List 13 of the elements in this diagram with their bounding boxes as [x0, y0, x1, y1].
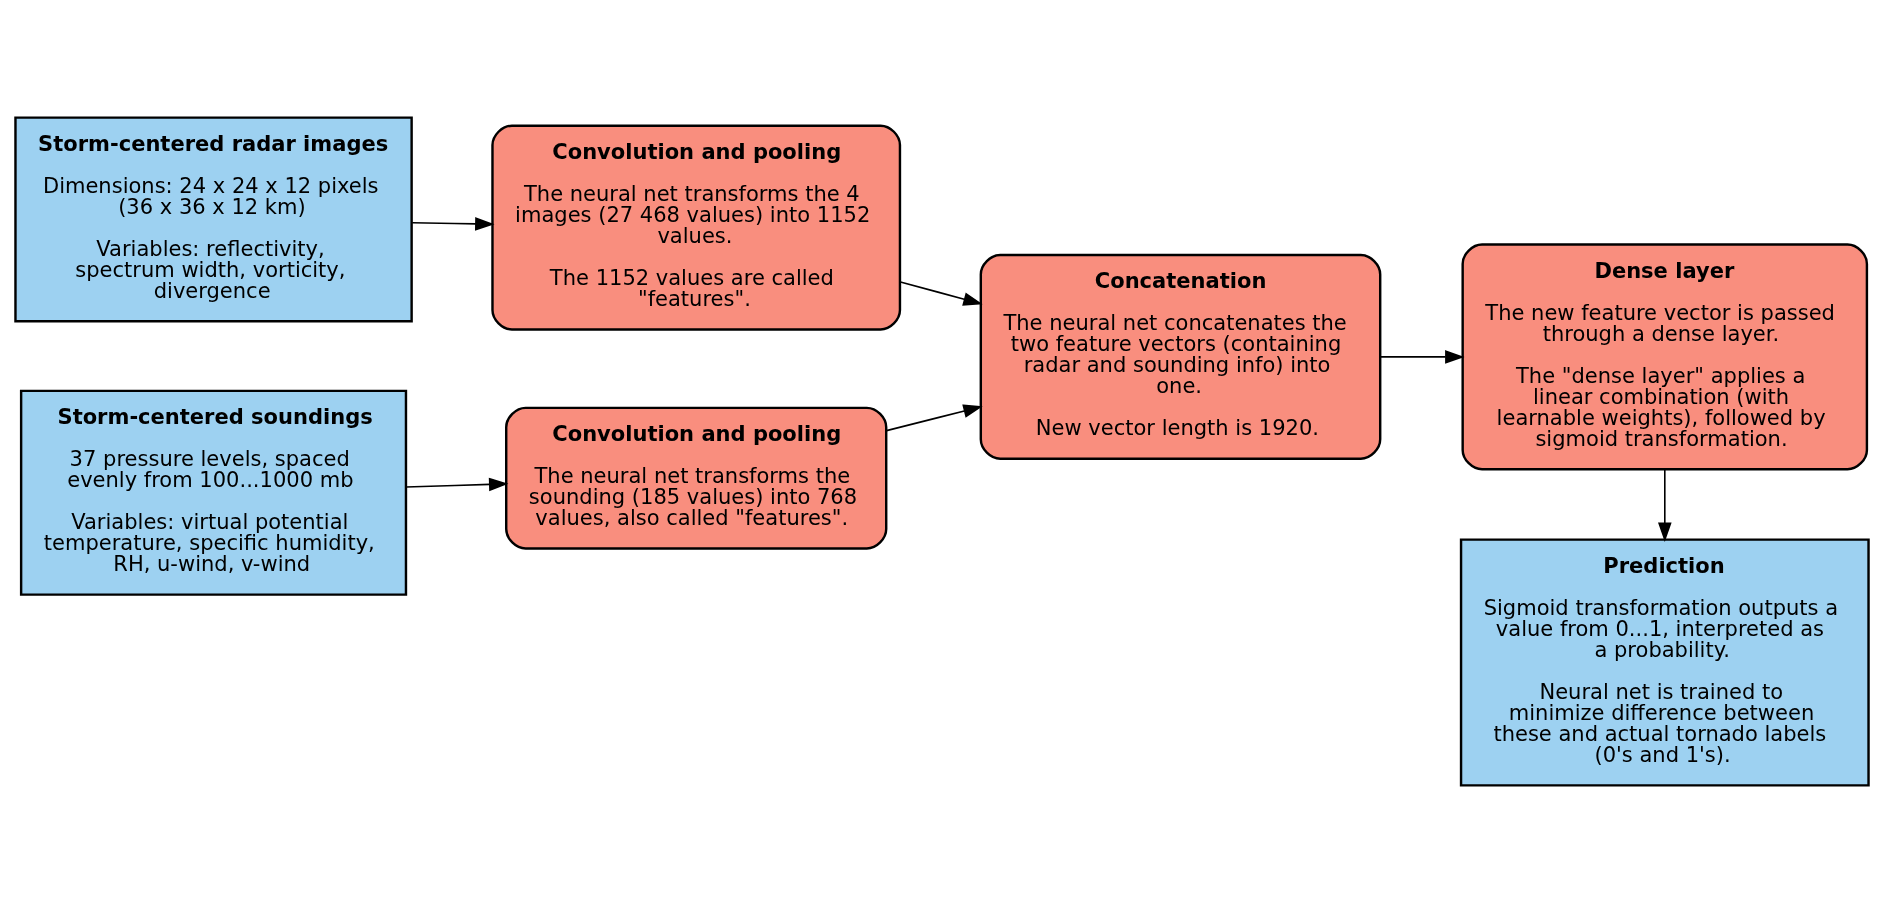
node-box: Convolution and pooling The neural net transforms the sounding (185 values) into 768 values, also called "features".	[504, 406, 887, 550]
arrow	[885, 404, 983, 432]
arrow	[899, 281, 983, 306]
node-box: Storm-centered radar images Dimensions: 24 x 24 x 12 pixels (36 x 36 x 12 km) Variables: reflectivity, spectrum width, vorticity, divergence	[13, 116, 413, 323]
node-box: Convolution and pooling The neural net transforms the 4 images (27 468 values) into 1152 values. The 1152 values are called "features".	[490, 124, 901, 331]
arrow	[1657, 468, 1672, 542]
node-box: Dense layer The new feature vector is passed through a dense layer. The "dense layer" applies a linear combination (with learnable weights), followed by sigmoid transformation.	[1460, 243, 1868, 471]
node-box: Storm-centered soundings 37 pressure levels, spaced evenly from 100...1000 mb Variables: virtual potential temperature, specific humidity, RH, u-wind, v-wind	[19, 389, 407, 596]
node-box: Prediction Sigmoid transformation outputs a value from 0...1, interpreted as a probability. Neural net is trained to minimize difference between these and actual tornado labels (0's and 1's).	[1459, 538, 1870, 787]
arrow	[410, 217, 495, 231]
arrow	[404, 477, 508, 492]
node-box: Concatenation The neural net concatenates the two feature vectors (containing radar and sounding info) into one. New vector length is 1920.	[979, 253, 1381, 460]
arrow	[1379, 350, 1465, 364]
